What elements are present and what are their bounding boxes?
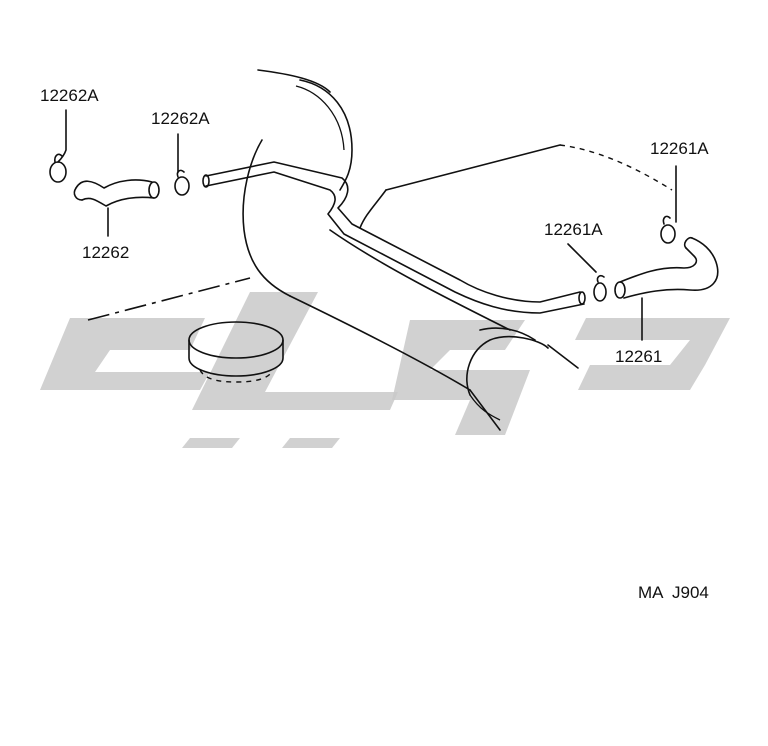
callout-hose-right[interactable]: 12261 (615, 347, 662, 366)
callout-hose-left[interactable]: 12262 (82, 243, 129, 262)
callout-clamp-left-mid[interactable]: 12262A (151, 109, 210, 128)
hose-icon[interactable] (614, 236, 719, 299)
cylinder-head-cover-icon (87, 69, 673, 431)
pcv-pipe-icon (202, 161, 586, 314)
callout-clamp-right-mid[interactable]: 12261A (544, 220, 603, 239)
oil-filler-cap-icon (188, 321, 284, 383)
callout-clamp-left-top[interactable]: 12262A (40, 86, 99, 105)
hose-clamp-icon[interactable] (660, 224, 676, 244)
hose-clamp-icon[interactable] (174, 176, 190, 196)
hose-clamp-icon[interactable] (593, 282, 607, 302)
figure-code: MA J904 (638, 583, 709, 602)
left-hose-assembly (49, 153, 190, 207)
hose-icon[interactable] (73, 179, 160, 207)
callout-clamp-right-top[interactable]: 12261A (650, 139, 709, 158)
hose-clamp-icon[interactable] (49, 161, 67, 183)
watermark-logo (40, 292, 730, 448)
right-hose-assembly (593, 215, 719, 302)
